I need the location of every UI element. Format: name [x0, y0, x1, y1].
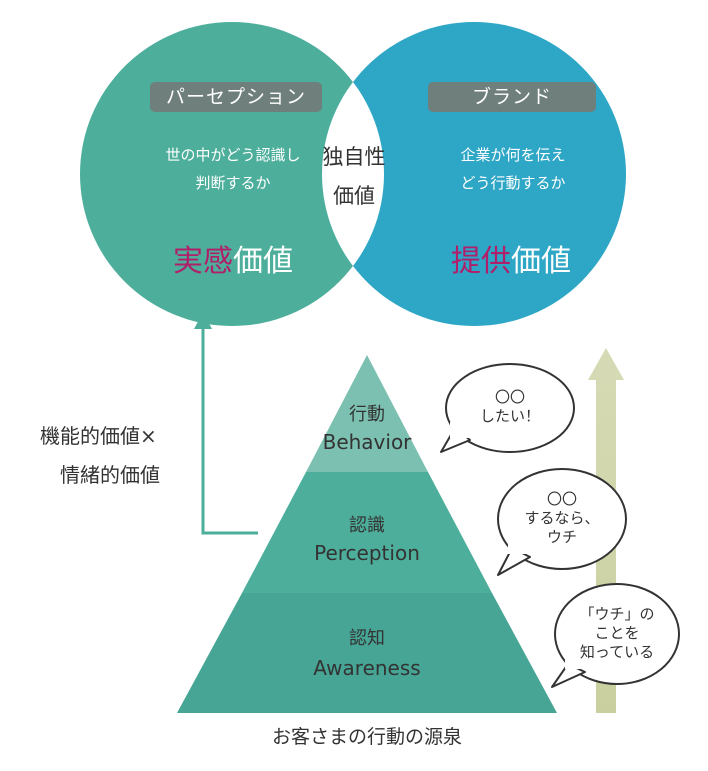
bubble-want-text: 〇〇 したい！ [462, 388, 558, 426]
diagram-caption: お客さまの行動の源泉 [271, 726, 462, 748]
bubble-know-line3: 知っている [579, 643, 655, 661]
bubble-choose [497, 468, 627, 576]
perception-desc-line2: 判断するか [195, 174, 271, 192]
bubble-know-line2: ことを [594, 624, 640, 642]
behavior-jp-label: 行動 [349, 404, 385, 425]
perception-en-label: Perception [314, 541, 420, 565]
bubble-want-line1: 〇〇 [494, 388, 525, 406]
bubble-know-line1: 「ウチ」の [579, 605, 655, 623]
pyramid-level-behavior [306, 355, 428, 472]
bubble-know [551, 583, 680, 688]
bubble-choose-line3: ウチ [546, 528, 577, 546]
behavior-en-label: Behavior [322, 430, 412, 454]
provided-value-accent: 提供 [451, 244, 511, 279]
unique-value-line2: 価値 [333, 184, 375, 208]
perception-jp-label: 認識 [349, 515, 385, 536]
connector-line [201, 328, 258, 535]
bubble-want [440, 363, 575, 453]
bubble-want-line2: したい！ [479, 407, 540, 425]
awareness-jp-label: 認知 [349, 628, 385, 649]
brand-tag: ブランド [428, 82, 596, 112]
bubble-choose-line2: するなら、 [524, 509, 600, 527]
perception-desc-line1: 世の中がどう認識し [165, 146, 301, 164]
provided-value-label: 提供価値 [418, 236, 604, 280]
functional-emotional-value-line1: 機能的価値× [40, 424, 157, 448]
pyramid-level-awareness [177, 593, 557, 713]
connector-arrowhead [194, 312, 212, 329]
brand-desc-line1: 企業が何を伝え [460, 146, 566, 164]
up-arrow-head [588, 348, 624, 380]
pyramid-level-perception [242, 472, 492, 593]
bubble-know-text: 「ウチ」の ことを 知っている [565, 605, 669, 662]
perceived-value-label: 実感価値 [140, 236, 326, 280]
functional-emotional-value-line2: 情緒的価値 [60, 463, 160, 487]
unique-value-line1: 独自性 [322, 145, 386, 169]
provided-value-rest: 価値 [511, 244, 571, 279]
bubble-choose-text: 〇〇 するなら、 ウチ [510, 490, 614, 547]
perceived-value-accent: 実感 [173, 244, 233, 279]
awareness-en-label: Awareness [313, 656, 421, 680]
perceived-value-rest: 価値 [233, 244, 293, 279]
brand-desc-line2: どう行動するか [460, 174, 566, 192]
bubble-choose-line1: 〇〇 [546, 490, 577, 508]
perception-tag: パーセプション [150, 82, 322, 112]
